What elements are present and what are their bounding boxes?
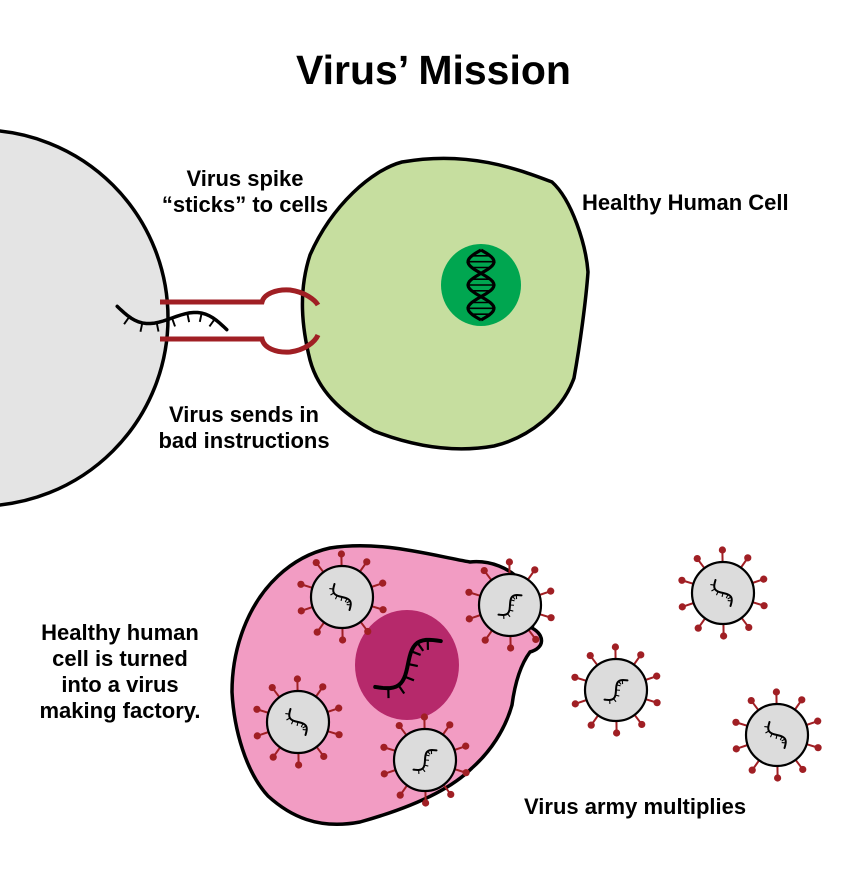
virus-particle-icon bbox=[732, 688, 821, 781]
virus-army-label: Virus army multiplies bbox=[524, 794, 746, 820]
bad-instructions-label: Virus sends in bad instructions bbox=[134, 402, 354, 454]
spike-label: Virus spike “sticks” to cells bbox=[140, 166, 350, 218]
virus-spike bbox=[160, 290, 318, 352]
page-title: Virus’ Mission bbox=[0, 46, 867, 94]
virus-factory-label: Healthy human cell is turned into a viru… bbox=[10, 620, 230, 724]
virus-particle-icon bbox=[571, 643, 660, 736]
virus-particle-icon bbox=[678, 546, 767, 639]
healthy-cell-label: Healthy Human Cell bbox=[582, 190, 789, 216]
